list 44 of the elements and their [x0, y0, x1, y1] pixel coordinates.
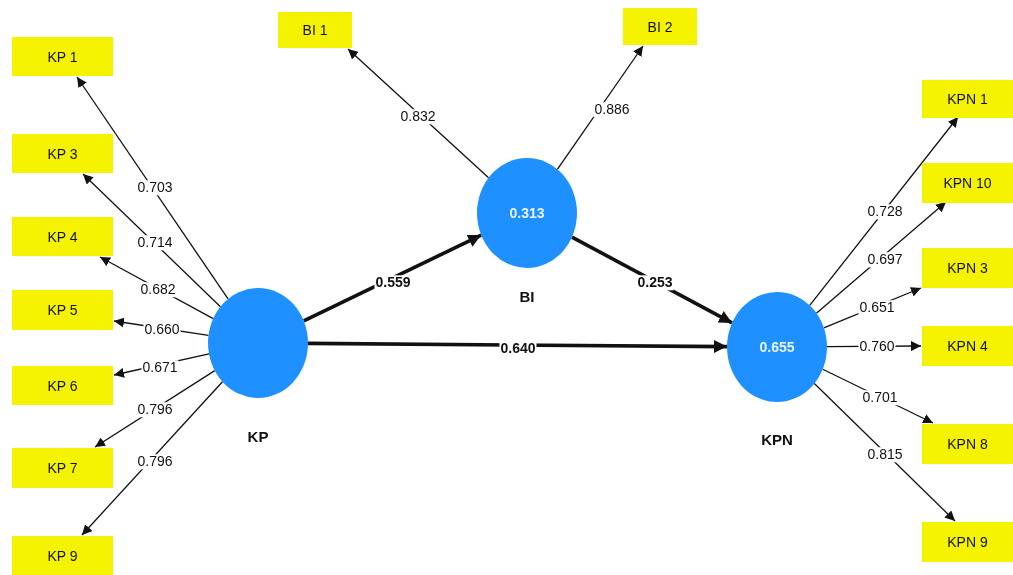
arrow: [347, 48, 490, 179]
latent-variable-circle: 0.313: [477, 158, 577, 268]
indicator-box: KP 7: [12, 448, 113, 488]
path-coefficient-label: 0.832: [399, 109, 437, 125]
indicator-box: KPN 1: [922, 80, 1013, 118]
arrow: [815, 201, 947, 314]
arrow: [303, 233, 482, 323]
latent-variable-name: KPN: [761, 430, 793, 448]
indicator-box: KPN 4: [922, 326, 1013, 366]
indicator-box: KP 6: [12, 366, 113, 405]
path-coefficient-label: 0.682: [139, 282, 177, 298]
arrow: [813, 382, 956, 522]
indicator-box: KP 9: [12, 536, 113, 575]
indicator-box: KP 4: [12, 217, 113, 256]
path-coefficient-label: 0.796: [136, 454, 174, 470]
indicator-box: KPN 10: [922, 163, 1013, 203]
arrow: [556, 45, 644, 170]
indicator-box: KP 1: [12, 37, 113, 76]
path-coefficient-label: 0.253: [636, 275, 674, 291]
path-coefficient-label: 0.701: [861, 390, 899, 406]
arrow: [809, 116, 959, 307]
indicator-box: KP 3: [12, 134, 113, 173]
arrow: [81, 381, 224, 536]
path-coefficient-label: 0.886: [593, 102, 631, 118]
arrow: [308, 340, 727, 353]
latent-variable-name: KP: [247, 427, 269, 445]
path-coefficient-label: 0.559: [374, 275, 412, 291]
indicator-box: BI 1: [278, 12, 352, 48]
path-coefficient-label: 0.728: [866, 204, 904, 220]
indicator-box: KPN 3: [922, 248, 1013, 288]
path-coefficient-label: 0.815: [866, 447, 904, 463]
indicator-box: BI 2: [623, 8, 697, 45]
latent-variable-circle: 0.655: [727, 292, 827, 402]
arrow: [76, 76, 229, 300]
path-coefficient-label: 0.714: [136, 235, 174, 251]
indicator-box: KP 5: [12, 290, 113, 330]
path-coefficient-label: 0.796: [136, 402, 174, 418]
arrow: [82, 173, 222, 308]
latent-variable-name: BI: [519, 287, 535, 305]
indicator-box: KPN 8: [922, 424, 1013, 464]
path-coefficient-label: 0.703: [136, 180, 174, 196]
indicator-box: KPN 9: [922, 522, 1013, 562]
path-coefficient-label: 0.651: [858, 300, 896, 316]
path-coefficient-label: 0.697: [866, 252, 904, 268]
